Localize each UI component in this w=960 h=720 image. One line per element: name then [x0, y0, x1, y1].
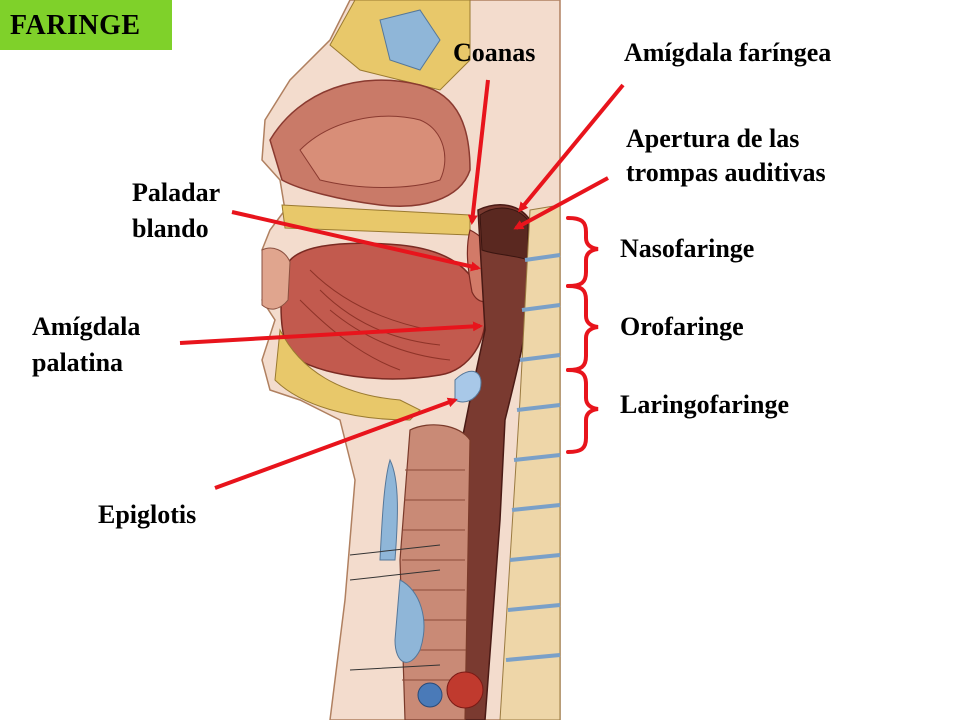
epiglottis-shape — [454, 370, 482, 403]
label-nasofaringe: Nasofaringe — [620, 234, 755, 263]
lips — [261, 247, 291, 310]
cranial-bone-blue — [379, 9, 441, 71]
label-orofaringe: Orofaringe — [620, 312, 744, 341]
neck-vessels — [394, 579, 425, 663]
arrow-amigdala-faringea — [518, 83, 625, 213]
nasal-conchae-inner — [299, 115, 446, 188]
label-amigdala-palatina-line2: palatina — [32, 348, 124, 377]
neck-leader-lines — [349, 544, 441, 671]
arrow-amigdala-palatina — [179, 321, 483, 345]
label-apertura-line1: Apertura de las — [626, 124, 800, 153]
vertebral-discs — [505, 253, 561, 662]
brace-nasofaringe — [566, 216, 599, 288]
title-box: FARINGE — [0, 0, 172, 50]
trachea-rings — [402, 469, 466, 681]
vessel-blue — [417, 682, 443, 708]
brace-orofaringe — [566, 284, 599, 372]
arrow-coanas — [467, 79, 490, 225]
thyroid-cartilage — [379, 458, 398, 561]
diagram-title: FARINGE — [10, 10, 141, 41]
label-paladar-line2: blando — [132, 214, 209, 243]
brace-laringofaringe — [566, 368, 599, 454]
label-coanas: Coanas — [453, 38, 536, 67]
label-apertura-line2: trompas auditivas — [626, 158, 826, 187]
label-amigdala-faringea: Amígdala faríngea — [624, 38, 832, 67]
arrow-epiglotis — [214, 397, 458, 490]
vessel-red — [446, 671, 484, 709]
label-amigdala-palatina-line1: Amígdala — [32, 312, 141, 341]
label-epiglotis: Epiglotis — [98, 500, 197, 529]
label-laringofaringe: Laringofaringe — [620, 390, 789, 419]
arrow-apertura — [513, 176, 609, 230]
arrow-paladar — [231, 210, 481, 272]
label-paladar-line1: Paladar — [132, 178, 221, 207]
tongue-fibers — [299, 269, 451, 371]
